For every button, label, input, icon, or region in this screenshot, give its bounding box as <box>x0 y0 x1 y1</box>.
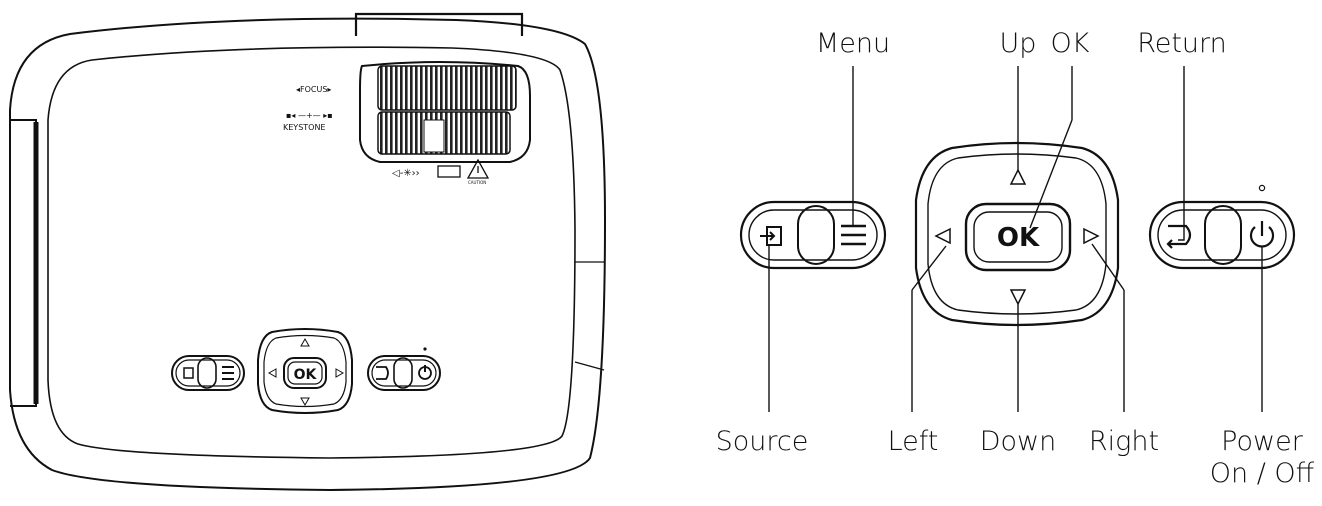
left-callout: Left <box>888 426 939 457</box>
ok-callout: OK <box>1051 28 1090 59</box>
outer-shell <box>9 17 607 492</box>
caution-triangle-icon <box>466 158 490 179</box>
source-callout: Source <box>716 426 809 457</box>
lens-housing <box>359 61 531 163</box>
source-icon <box>760 226 782 246</box>
top-ridge <box>354 12 524 36</box>
mini-dpad[interactable] <box>257 328 353 414</box>
power-icon <box>1249 221 1275 248</box>
svg-text:◁-✳››: ◁-✳›› <box>392 168 420 179</box>
right-callout: Right <box>1089 426 1159 457</box>
side-grip <box>10 119 37 407</box>
lens-warning-icons: ◁-✳›› <box>392 158 490 179</box>
return-icon <box>1166 224 1192 249</box>
direction-pad[interactable] <box>914 141 1120 327</box>
power-indicator-led <box>1258 184 1266 192</box>
source-menu-rocker[interactable] <box>739 200 887 270</box>
mini-return-power-button[interactable] <box>367 347 441 391</box>
left-arrow-icon[interactable] <box>934 227 951 245</box>
menu-icon <box>841 224 866 246</box>
power-callout-line2: On / Off <box>1210 458 1315 489</box>
up-arrow-icon[interactable] <box>1009 168 1027 185</box>
return-callout: Return <box>1137 28 1227 59</box>
lens-assembly <box>359 61 531 163</box>
right-arrow-icon[interactable] <box>1083 227 1100 245</box>
inner-panel <box>47 46 576 459</box>
menu-callout: Menu <box>816 28 890 59</box>
mini-keypad <box>171 328 441 414</box>
ok-button[interactable] <box>964 202 1072 272</box>
projector-body <box>9 12 607 492</box>
power-callout-line1: Power <box>1221 426 1304 457</box>
focus-label: ◂FOCUS▸ <box>296 85 331 94</box>
caution-label: CAUTION <box>468 180 486 185</box>
ok-button-label: OK <box>997 223 1040 253</box>
up-callout: Up <box>1000 28 1037 59</box>
leader-lines <box>768 66 1263 412</box>
down-callout: Down <box>980 426 1057 457</box>
down-arrow-icon[interactable] <box>1009 289 1027 306</box>
keypad-detail <box>739 141 1296 327</box>
return-power-rocker[interactable] <box>1148 184 1296 270</box>
keystone-arrows: ▪◂ —+— ▸▪ <box>286 111 333 120</box>
mini-ok-label: OK <box>294 367 318 383</box>
focus-ring <box>377 65 517 111</box>
keystone-label: KEYSTONE <box>283 123 326 132</box>
mini-source-menu-button[interactable] <box>171 355 245 391</box>
